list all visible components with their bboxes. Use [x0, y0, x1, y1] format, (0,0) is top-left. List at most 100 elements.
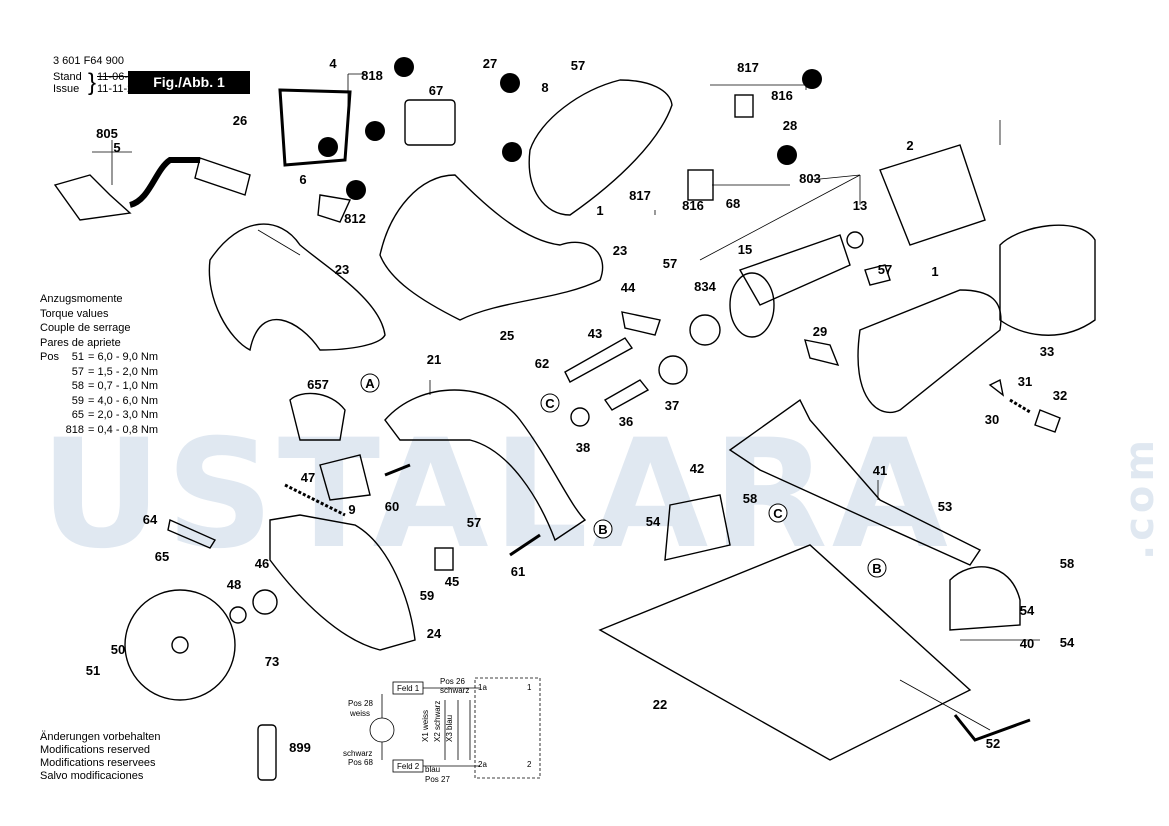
torque-pos: 58 — [71, 380, 84, 392]
callout-ring — [867, 558, 887, 578]
callout-disc — [500, 73, 520, 93]
part-number: 50 — [111, 642, 125, 657]
schem-2: 2 — [527, 760, 532, 769]
schem-2a: 2a — [478, 760, 487, 769]
torque-row: Pos 51 = 6,0 - 9,0 Nm — [40, 350, 158, 365]
part-number: 58 — [743, 491, 757, 506]
schem-schwarz: schwarz — [343, 749, 372, 758]
part-number: 24 — [427, 626, 442, 641]
part-number: 37 — [665, 398, 679, 413]
part-number: 57 — [571, 58, 585, 73]
part-number: 803 — [799, 171, 821, 186]
part-number: 29 — [813, 324, 827, 339]
part-number: 40 — [1020, 636, 1034, 651]
part-number: 31 — [1018, 374, 1032, 389]
part-number: 657 — [307, 377, 329, 392]
torque-heading-es: Pares de apriete — [40, 336, 121, 349]
callout-disc — [502, 142, 522, 162]
part-number: 58 — [1060, 556, 1074, 571]
part-number: 816 — [771, 88, 793, 103]
part-number: 57 — [878, 262, 892, 277]
schem-x3: X3 blau — [445, 715, 454, 742]
part-number: E — [808, 72, 817, 87]
schem-pos26-color: schwarz — [440, 686, 469, 695]
part-number: 2 — [906, 138, 913, 153]
doc-number: 3 601 F64 900 — [53, 55, 124, 67]
part-number: 13 — [853, 198, 867, 213]
part-number: 38 — [576, 440, 590, 455]
callout-disc — [394, 57, 414, 77]
torque-pos-label: Pos — [40, 351, 59, 363]
schem-x1: X1 weiss — [421, 710, 430, 742]
callout-ring — [593, 519, 613, 539]
wiring-schematic — [369, 677, 541, 779]
part-number: 53 — [938, 499, 952, 514]
schem-feld2: Feld 2 — [397, 762, 420, 771]
part-number: 21 — [427, 352, 441, 367]
part-number: 67 — [429, 83, 443, 98]
torque-value: = 6,0 - 9,0 Nm — [88, 351, 159, 363]
part-number: 52 — [986, 736, 1000, 751]
torque-pos: 51 — [71, 351, 84, 363]
part-number: 816 — [682, 198, 704, 213]
part-number: A — [323, 140, 333, 155]
part-number: 30 — [985, 412, 999, 427]
part-number: 817 — [737, 60, 759, 75]
note-de: Änderungen vorbehalten — [40, 731, 161, 743]
part-number: 54 — [1020, 603, 1035, 618]
part-number: 44 — [621, 280, 636, 295]
part-number: 805 — [96, 126, 118, 141]
torque-pos: 65 — [71, 409, 84, 421]
part-number: C — [545, 396, 555, 411]
torque-heading-en: Torque values — [40, 307, 109, 320]
part-number: 51 — [86, 663, 100, 678]
callout-disc — [802, 69, 822, 89]
part-number: 6 — [299, 172, 306, 187]
part-number: 818 — [361, 68, 383, 83]
part-number: 54 — [646, 514, 661, 529]
part-number: 48 — [227, 577, 241, 592]
torque-value: = 4,0 - 6,0 Nm — [88, 394, 159, 407]
figure-label: Fig./Abb. 1 — [128, 71, 250, 94]
part-number: 23 — [613, 243, 627, 258]
part-number: A — [365, 376, 375, 391]
torque-row: 57= 1,5 - 2,0 Nm — [40, 365, 158, 380]
torque-value: = 0,4 - 0,8 Nm — [88, 423, 159, 436]
part-number: 33 — [1040, 344, 1054, 359]
callout-disc — [346, 180, 366, 200]
part-number: 9 — [348, 502, 355, 517]
part-number: 32 — [1053, 388, 1067, 403]
callout-ring — [768, 503, 788, 523]
part-number: 25 — [500, 328, 514, 343]
schem-pos27: Pos 27 — [425, 775, 450, 784]
callout-ring — [540, 393, 560, 413]
part-number: 43 — [588, 326, 602, 341]
schem-x2: X2 schwarz — [433, 701, 442, 742]
part-number: 65 — [155, 549, 169, 564]
part-number: 45 — [445, 574, 459, 589]
part-number: 62 — [535, 356, 549, 371]
part-number: 36 — [619, 414, 633, 429]
part-number: 57 — [467, 515, 481, 530]
schem-pos28: Pos 28 — [348, 699, 373, 708]
callout-ring — [360, 373, 380, 393]
callout-markers — [318, 57, 887, 578]
part-number: 812 — [344, 211, 366, 226]
torque-value: = 0,7 - 1,0 Nm — [88, 380, 159, 392]
schem-feld1: Feld 1 — [397, 684, 420, 693]
torque-pos: 59 — [71, 394, 84, 407]
schem-weiss: weiss — [349, 709, 370, 718]
issue-label: Issue — [53, 83, 80, 95]
part-number: 5 — [113, 140, 120, 155]
part-number: G — [507, 145, 517, 160]
callout-disc — [777, 145, 797, 165]
part-number: 8 — [541, 80, 548, 95]
part-number: 61 — [511, 564, 525, 579]
torque-value: = 2,0 - 3,0 Nm — [88, 409, 159, 421]
part-number: 57 — [663, 256, 677, 271]
part-number: 1 — [596, 203, 603, 218]
part-number: 73 — [265, 654, 279, 669]
note-es: Salvo modificaciones — [40, 770, 144, 782]
